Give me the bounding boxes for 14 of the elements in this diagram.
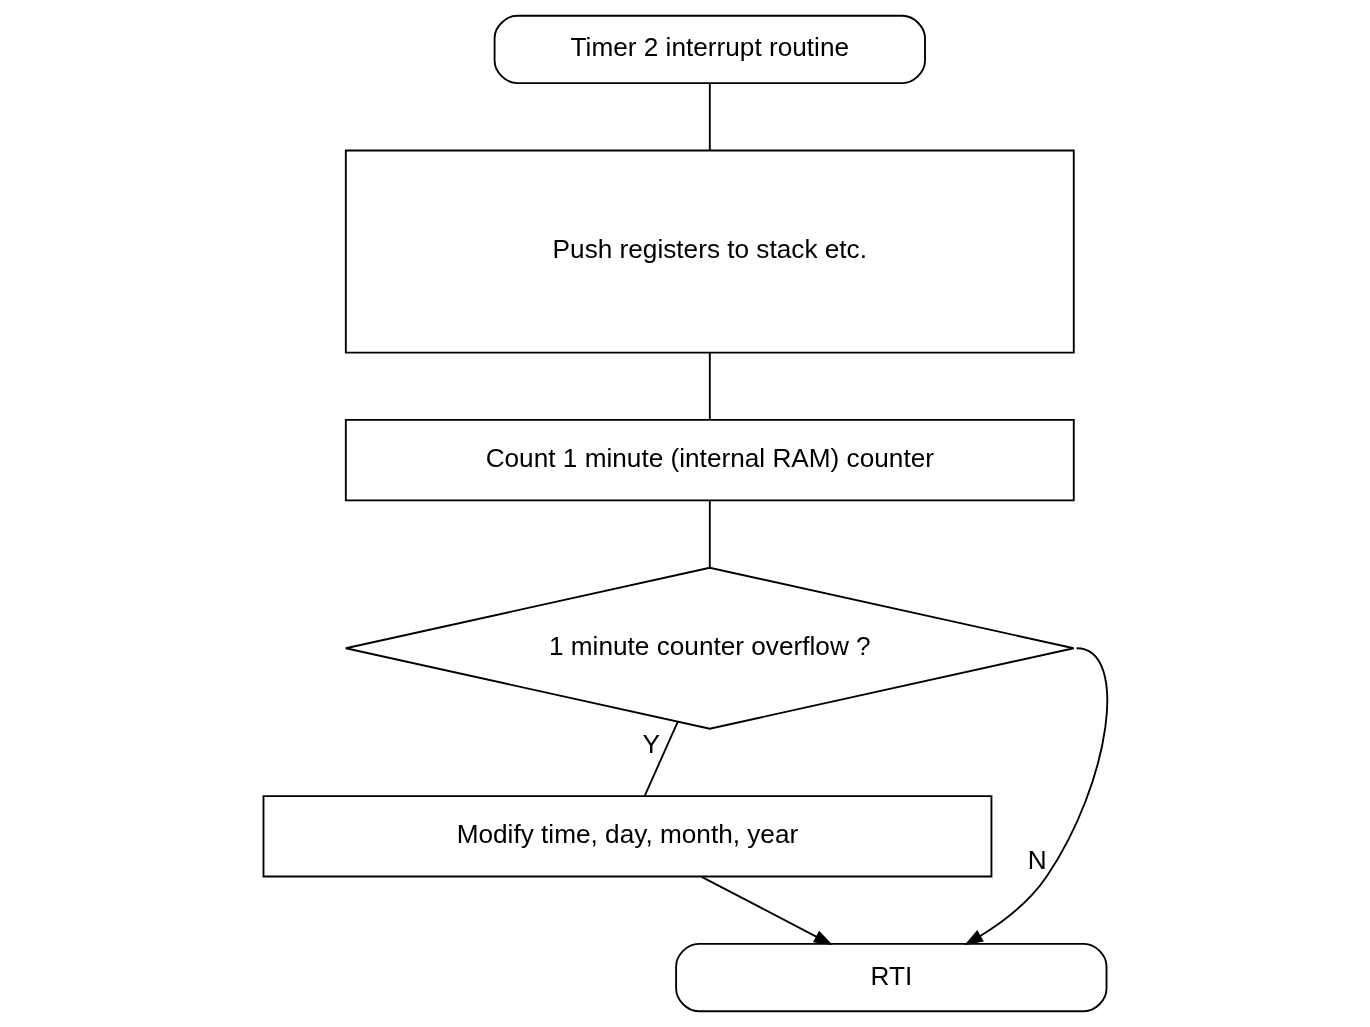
- node-box: Count 1 minute (internal RAM) counter: [344, 419, 1075, 502]
- edge-label: Y: [641, 729, 660, 760]
- node-box: Timer 2 interrupt routine: [493, 14, 926, 85]
- edge-label: N: [1027, 845, 1047, 876]
- node-diamond: 1 minute counter overflow ?: [344, 566, 1075, 730]
- connector: [643, 720, 679, 797]
- arrow: [963, 647, 1108, 946]
- node-box: Push registers to stack etc.: [344, 149, 1075, 354]
- connector: [708, 351, 711, 421]
- connector: [708, 500, 711, 569]
- node-box: RTI: [674, 942, 1107, 1013]
- arrow: [700, 875, 833, 946]
- connector: [708, 82, 711, 152]
- node-box: Modify time, day, month, year: [262, 795, 992, 878]
